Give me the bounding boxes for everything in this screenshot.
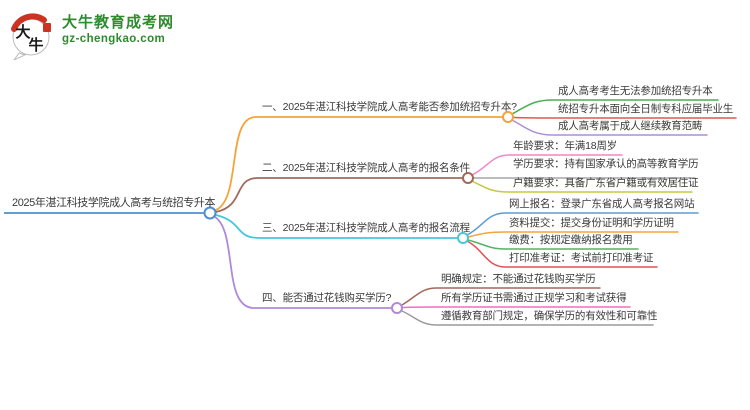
branch-3-child-1-connector bbox=[466, 212, 699, 236]
branch-2-node-circle bbox=[462, 172, 474, 184]
branch-3-child-3-label: 缴费：按规定缴纳报名费用 bbox=[509, 234, 633, 246]
branch-2-child-1-connector bbox=[471, 154, 623, 176]
branch-3-child-4-connector bbox=[466, 240, 658, 268]
branch-1-child-3-connector bbox=[511, 119, 708, 136]
root-node-label: 2025年湛江科技学院成人高考与统招专升本 bbox=[12, 197, 216, 209]
branch-1-child-3-label: 成人高考属于成人继续教育范畴 bbox=[558, 120, 703, 132]
branch-4-child-3-connector bbox=[401, 310, 654, 326]
branch-3-node-circle bbox=[457, 232, 469, 244]
branch-2-child-3-label: 户籍要求：具备广东省户籍或有效居住证 bbox=[513, 177, 699, 189]
logo-title[interactable]: 大牛教育成考网 bbox=[62, 14, 175, 31]
svg-text:大: 大 bbox=[15, 23, 30, 41]
branch-1-child-1-label: 成人高考考生无法参加统招专升本 bbox=[558, 85, 713, 97]
branch-1-child-2-label: 统招专升本面向全日制专科应届毕业生 bbox=[558, 103, 734, 115]
branch-1-child-1-connector bbox=[511, 99, 719, 115]
svg-text:牛: 牛 bbox=[28, 36, 43, 54]
branch-1-child-2-connector bbox=[512, 116, 737, 119]
logo-url[interactable]: gz-chengkao.com bbox=[62, 33, 166, 45]
branch-1-label: 一、2025年湛江科技学院成人高考能否参加统招专升本? bbox=[262, 101, 517, 113]
branch-4-connector bbox=[214, 216, 392, 309]
branch-1-connector bbox=[215, 116, 504, 211]
branch-3-child-4-label: 打印准考证：考试前打印准考证 bbox=[509, 252, 654, 264]
branch-3-child-1-label: 网上报名：登录广东省成人高考报名网站 bbox=[509, 198, 695, 210]
branch-2-child-1-label: 年龄要求：年满18周岁 bbox=[513, 140, 617, 152]
root-node-circle bbox=[203, 206, 217, 220]
branch-3-child-2-label: 资料提交：提交身份证明和学历证明 bbox=[509, 217, 674, 229]
site-logo[interactable]: 大 牛 大牛教育成考网 gz-chengkao.com bbox=[10, 10, 174, 60]
branch-1-node-circle bbox=[502, 111, 514, 123]
branch-4-label: 四、能否通过花钱购买学历? bbox=[262, 292, 392, 304]
logo-emblem-icon: 大 牛 bbox=[11, 13, 51, 60]
branch-3-connector bbox=[215, 214, 459, 239]
branch-4-child-3-label: 遵循教育部门规定，确保学历的有效性和可靠性 bbox=[441, 310, 658, 322]
branch-4-child-2-connector bbox=[402, 306, 631, 309]
branch-3-label: 三、2025年湛江科技学院成人高考的报名流程 bbox=[262, 222, 470, 234]
branch-4-child-2-label: 所有学历证书需通过正规学习和考试获得 bbox=[441, 292, 627, 304]
branch-3-child-2-connector bbox=[467, 231, 679, 238]
branch-2-child-3-connector bbox=[471, 180, 693, 193]
branch-3-child-3-connector bbox=[467, 239, 639, 250]
branch-4-node-circle bbox=[391, 302, 403, 314]
branch-2-label: 二、2025年湛江科技学院成人高考的报名条件 bbox=[262, 162, 470, 174]
branch-2-connector bbox=[215, 177, 464, 213]
branch-4-child-1-label: 明确规定：不能通过花钱购买学历 bbox=[441, 273, 596, 285]
branch-2-child-2-label: 学历要求：持有国家承认的高等教育学历 bbox=[513, 158, 699, 170]
branch-4-child-1-connector bbox=[401, 287, 601, 306]
